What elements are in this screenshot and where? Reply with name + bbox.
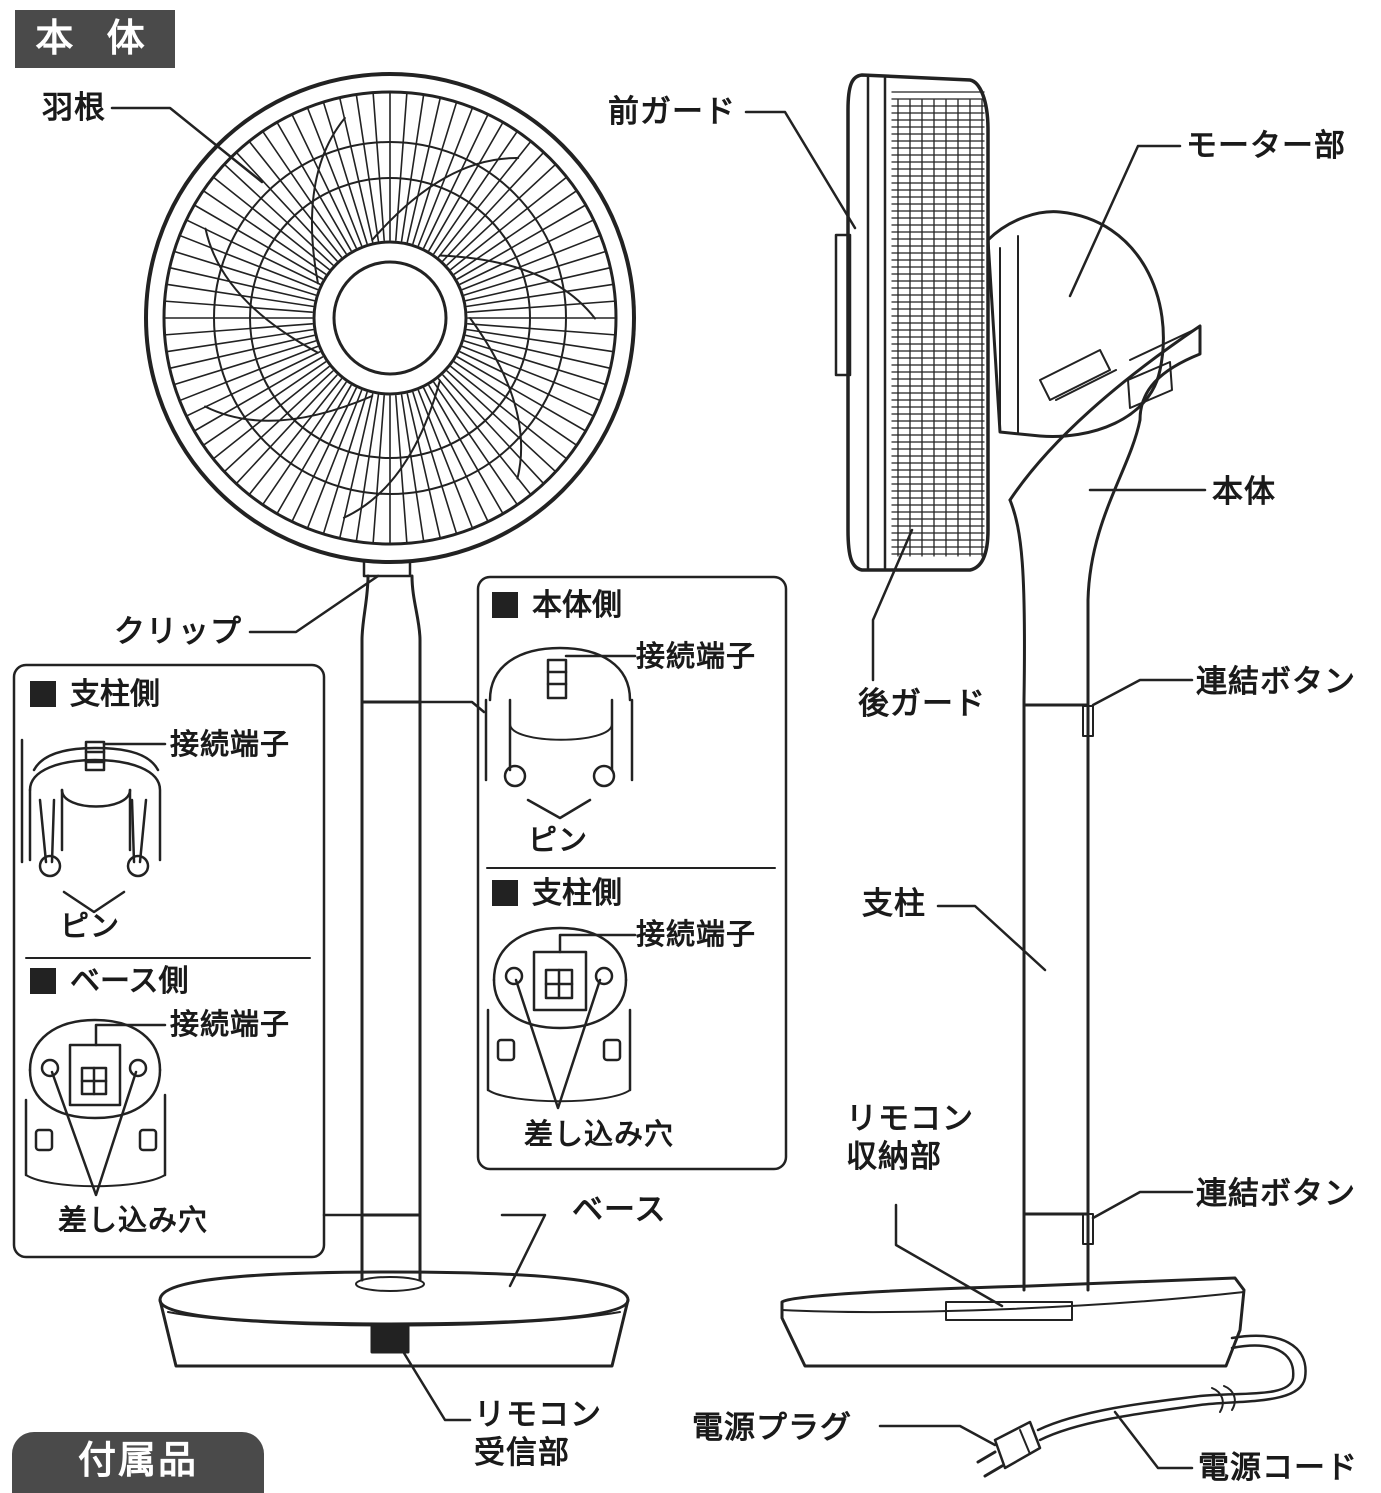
square-bullet-icon [492, 592, 518, 618]
side-pillar [1022, 698, 1094, 1292]
label-rear-guard: 後ガード [858, 686, 986, 722]
label-clip: クリップ [114, 614, 242, 650]
inset-right-body-side-text: 本体側 [532, 588, 622, 623]
inset-left-terminal-a: 接続端子 [170, 727, 291, 761]
label-power-plug: 電源プラグ [692, 1410, 852, 1446]
label-motor: モーター部 [1186, 128, 1346, 164]
label-base: ベース [572, 1192, 667, 1228]
label-remote-storage-line1: リモコン [846, 1101, 974, 1137]
inset-right-header-pillar-side: 支柱側 [492, 876, 622, 912]
label-remote-receiver-line2: 受信部 [474, 1435, 570, 1471]
inset-right-pillar-side-text: 支柱側 [532, 876, 622, 911]
inset-left-pillar-drawing [20, 738, 167, 914]
inset-left-header-pillar-side: 支柱側 [30, 677, 160, 713]
section-header-accessories: 付属品 [12, 1432, 264, 1493]
front-base [158, 1270, 630, 1368]
inset-left-header-base-side: ベース側 [30, 964, 189, 1000]
label-link-button-lower: 連結ボタン [1196, 1176, 1356, 1212]
side-base [780, 1276, 1307, 1478]
section-header-main: 本 体 [15, 10, 175, 68]
inset-left-base-drawing [24, 1018, 167, 1197]
inset-right-header-body-side: 本体側 [492, 588, 622, 624]
inset-left-pin: ピン [60, 909, 121, 943]
label-power-cord: 電源コード [1198, 1450, 1358, 1486]
inset-left-frame [12, 663, 326, 1259]
square-bullet-icon [492, 880, 518, 906]
inset-left-base-side-text: ベース側 [70, 964, 189, 999]
clip-shape [362, 560, 412, 578]
inset-right-terminal-a: 接続端子 [636, 639, 757, 673]
label-blade: 羽根 [42, 90, 106, 126]
label-remote-receiver: リモコン 受信部 [474, 1396, 602, 1472]
label-remote-storage-line2: 収納部 [846, 1139, 942, 1175]
inset-left-holes: 差し込み穴 [58, 1203, 209, 1237]
front-fan-head [144, 72, 636, 564]
inset-right-frame [476, 575, 788, 1171]
square-bullet-icon [30, 968, 56, 994]
inset-left-pillar-side-text: 支柱側 [70, 677, 160, 712]
inset-right-holes: 差し込み穴 [524, 1117, 675, 1151]
inset-left-terminal-b: 接続端子 [170, 1007, 291, 1041]
square-bullet-icon [30, 681, 56, 707]
label-remote-storage: リモコン 収納部 [846, 1100, 974, 1176]
inset-right-pin: ピン [528, 823, 589, 857]
label-body: 本体 [1212, 474, 1276, 510]
inset-right-body-drawing [484, 646, 637, 820]
label-remote-receiver-line1: リモコン [474, 1397, 602, 1433]
label-front-guard: 前ガード [608, 94, 736, 130]
label-pillar: 支柱 [862, 886, 926, 922]
inset-right-pillar-drawing [486, 926, 637, 1110]
side-fan-head [834, 73, 1202, 702]
front-pillar [360, 574, 422, 1282]
inset-right-terminal-b: 接続端子 [636, 917, 757, 951]
label-link-button-upper: 連結ボタン [1196, 664, 1356, 700]
